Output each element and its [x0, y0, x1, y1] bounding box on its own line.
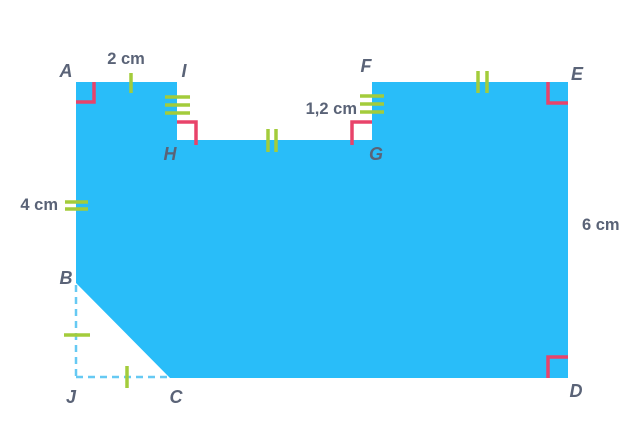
right-angle-D	[546, 355, 568, 378]
right-angle-markers	[76, 82, 568, 378]
vertex-labels: A I F E H G B J C D	[59, 56, 584, 407]
vertex-label-G: G	[369, 144, 383, 164]
vertex-label-J: J	[66, 387, 77, 407]
vertex-label-A: A	[59, 61, 73, 81]
vertex-label-C: C	[170, 387, 184, 407]
shape-polygon	[76, 82, 568, 378]
measure-label-FG: 1,2 cm	[306, 100, 357, 118]
vertex-label-D: D	[570, 381, 583, 401]
measurement-labels: 2 cm 1,2 cm 4 cm 6 cm	[20, 50, 619, 234]
tick-marks	[64, 71, 489, 388]
measure-label-AI: 2 cm	[107, 50, 145, 68]
right-angle-E	[546, 82, 568, 105]
vertex-label-E: E	[571, 64, 584, 84]
measure-label-AB: 4 cm	[20, 196, 58, 214]
measure-label-ED: 6 cm	[582, 216, 620, 234]
right-angle-G	[350, 120, 372, 145]
vertex-label-H: H	[164, 144, 178, 164]
vertex-label-B: B	[60, 268, 73, 288]
construction-dashed-lines	[74, 285, 170, 379]
right-angle-A	[76, 82, 96, 104]
vertex-label-I: I	[181, 61, 187, 81]
vertex-label-F: F	[361, 56, 373, 76]
right-angle-H	[177, 120, 198, 145]
